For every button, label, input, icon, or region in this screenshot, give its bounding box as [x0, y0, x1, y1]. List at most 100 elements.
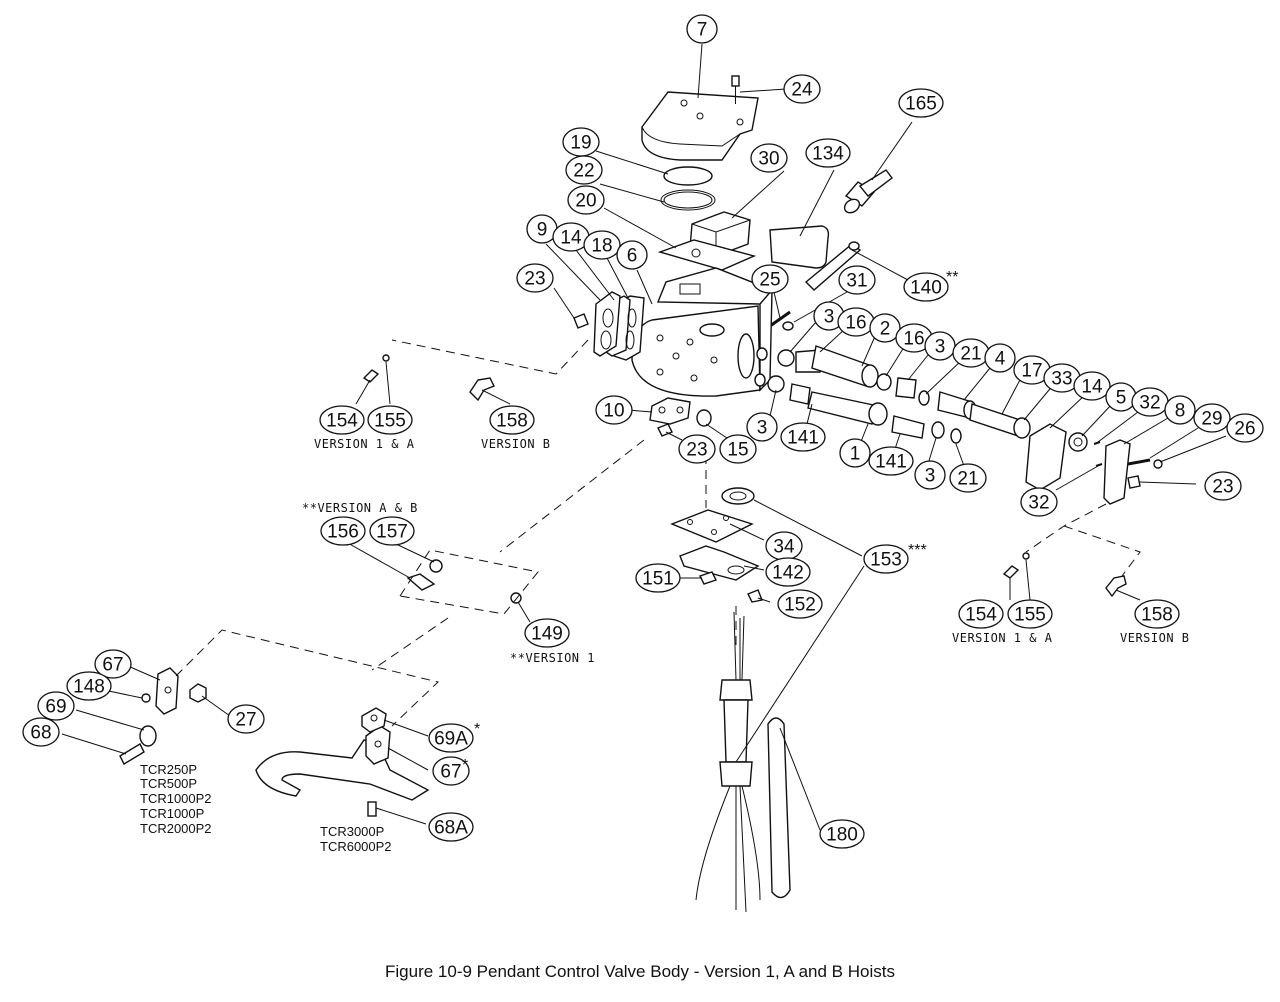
callout-31: 31 — [838, 265, 876, 295]
callout-140: 140 — [903, 272, 949, 302]
callout-5: 5 — [1105, 382, 1137, 412]
washer-155-right-part — [1022, 552, 1030, 560]
callout-21: 21 — [949, 463, 987, 493]
dashed-connector — [371, 617, 449, 671]
star-note: * — [462, 757, 468, 774]
pin-69A-part — [361, 707, 387, 733]
svg-text:26: 26 — [1234, 419, 1255, 440]
svg-text:23: 23 — [524, 269, 545, 290]
callout-27: 27 — [227, 704, 265, 734]
svg-text:67: 67 — [102, 655, 123, 676]
end-plate-part — [593, 291, 637, 357]
screw-151-part — [699, 571, 717, 585]
svg-text:27: 27 — [235, 710, 256, 731]
callout-134: 134 — [805, 138, 851, 168]
callout-155: 155 — [367, 405, 413, 435]
callout-156: 156 — [320, 516, 366, 546]
gasket-right-part — [1025, 423, 1067, 491]
elbow-158-part — [469, 377, 495, 402]
svg-text:157: 157 — [376, 522, 408, 543]
fitting-154-right-part — [1002, 565, 1020, 579]
svg-text:9: 9 — [537, 220, 548, 241]
callout-180: 180 — [819, 819, 865, 849]
model-label: TCR250P — [140, 762, 197, 777]
version-note: VERSION 1 & A — [952, 631, 1053, 645]
callout-23: 23 — [516, 263, 554, 293]
pin-32-part — [1093, 441, 1101, 445]
callout-7: 7 — [686, 14, 718, 44]
ring-15-part — [696, 409, 712, 427]
callout-25: 25 — [751, 264, 789, 294]
model-label: TCR2000P2 — [140, 821, 212, 836]
clamp-part — [649, 397, 691, 425]
svg-text:69: 69 — [45, 697, 66, 718]
callout-14: 14 — [1073, 371, 1111, 401]
bracket-67-part — [155, 667, 179, 715]
svg-text:24: 24 — [791, 80, 813, 101]
svg-text:4: 4 — [995, 349, 1006, 370]
callout-157: 157 — [369, 516, 415, 546]
callout-165: 165 — [898, 88, 944, 118]
small-screw-part — [573, 313, 589, 329]
callout-32: 32 — [1131, 387, 1169, 417]
svg-text:158: 158 — [1141, 605, 1173, 626]
hanger-180-part — [767, 717, 791, 899]
svg-text:7: 7 — [697, 20, 708, 41]
svg-text:5: 5 — [1116, 388, 1127, 409]
svg-text:165: 165 — [905, 94, 937, 115]
dashed-connector — [391, 339, 589, 375]
svg-text:68A: 68A — [434, 818, 468, 839]
callout-34: 34 — [765, 531, 803, 561]
washer-148-part — [141, 693, 151, 703]
svg-text:32: 32 — [1139, 393, 1160, 414]
svg-text:180: 180 — [826, 825, 858, 846]
bushing-part — [1068, 432, 1088, 452]
callout-151: 151 — [635, 563, 681, 593]
callout-68: 68 — [22, 717, 60, 747]
cover-part — [641, 91, 759, 161]
svg-text:18: 18 — [591, 236, 612, 257]
svg-text:156: 156 — [327, 522, 359, 543]
star-note: * — [474, 721, 480, 738]
svg-text:67: 67 — [440, 762, 461, 783]
svg-text:154: 154 — [326, 411, 358, 432]
model-label: TCR500P — [140, 776, 197, 791]
svg-text:155: 155 — [1014, 605, 1046, 626]
callout-6: 6 — [616, 240, 648, 270]
callout-141: 141 — [780, 422, 826, 452]
svg-text:30: 30 — [758, 149, 779, 170]
shaft-part — [804, 241, 862, 291]
callout-8: 8 — [1164, 395, 1196, 425]
bolt-68-part — [119, 743, 145, 765]
model-label: TCR3000P — [320, 824, 384, 839]
callout-17: 17 — [1013, 355, 1051, 385]
svg-text:69A: 69A — [434, 729, 468, 750]
callout-149: 149 — [524, 618, 570, 648]
plate-34-part — [670, 509, 754, 543]
dashed-connector — [175, 629, 440, 727]
callout-16: 16 — [895, 323, 933, 353]
svg-text:19: 19 — [570, 133, 591, 154]
valve-body-part — [631, 267, 774, 397]
callout-141: 141 — [868, 446, 914, 476]
nut-27-part — [189, 683, 207, 703]
callout-32: 32 — [1020, 487, 1058, 517]
callout-153: 153 — [863, 544, 909, 574]
star-note: *** — [908, 542, 927, 559]
version-note: VERSION B — [481, 437, 551, 451]
bracket-142-part — [679, 545, 760, 581]
screw-29-part — [1127, 458, 1151, 466]
version-note: VERSION B — [1120, 631, 1190, 645]
callout-69a: 69A — [428, 723, 474, 753]
dashed-connector — [1063, 525, 1141, 577]
bolt-68A-part — [367, 801, 377, 817]
svg-text:21: 21 — [957, 469, 978, 490]
washer-155-part — [382, 354, 390, 362]
svg-text:21: 21 — [960, 344, 981, 365]
callout-23: 23 — [678, 434, 716, 464]
svg-text:68: 68 — [30, 723, 51, 744]
callout-3: 3 — [924, 331, 956, 361]
svg-text:14: 14 — [1081, 377, 1103, 398]
callout-22: 22 — [565, 155, 603, 185]
svg-text:16: 16 — [845, 313, 866, 334]
